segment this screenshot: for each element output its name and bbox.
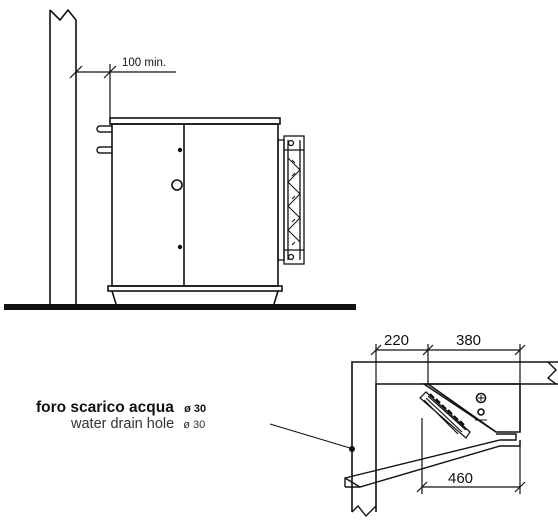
wall-break-right <box>546 361 557 385</box>
dim-left-label: 220 <box>384 332 409 349</box>
drain-label-italian-size: ø 30 <box>184 403 206 415</box>
drain-leader <box>269 423 351 449</box>
upper-view <box>4 8 356 310</box>
condenser-coil <box>277 135 305 265</box>
drain-pipe <box>344 433 521 488</box>
clearance-dimension <box>69 64 176 118</box>
top-view-coil <box>419 391 471 439</box>
drain-label-italian-text: foro scarico acqua <box>36 399 174 416</box>
floor-slab <box>4 304 356 310</box>
dim-right-label: 380 <box>456 332 481 349</box>
drain-label-english-size: ø 30 <box>183 419 205 431</box>
drain-point <box>349 446 355 452</box>
drain-label-italian: foro scarico acqua ø 30 <box>36 399 206 416</box>
pipe-connections <box>96 125 112 154</box>
lower-view <box>269 344 558 518</box>
unit-cabinet <box>107 117 283 305</box>
drain-label-english: water drain hole ø 30 <box>70 416 205 432</box>
wall-break-bottom <box>351 504 377 518</box>
unit-top-view <box>421 383 521 433</box>
drain-label-english-text: water drain hole <box>70 416 174 432</box>
bottom-dimension <box>416 418 526 494</box>
wall-column <box>49 8 77 306</box>
clearance-label: 100 min. <box>122 57 166 69</box>
top-dimension <box>370 344 526 384</box>
dim-bottom-label: 460 <box>448 470 473 487</box>
